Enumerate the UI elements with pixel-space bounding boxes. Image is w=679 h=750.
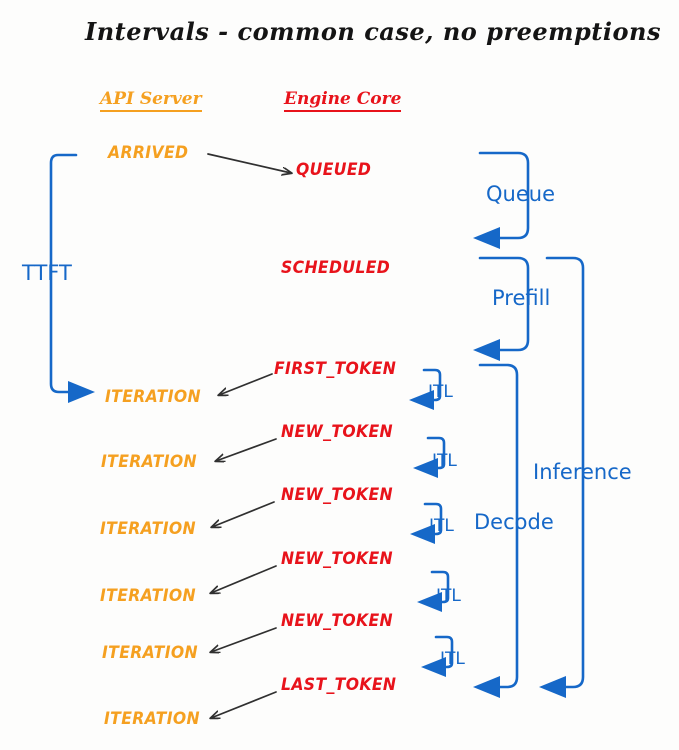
interval-label-itl-1: ITL bbox=[428, 382, 453, 402]
arrow-new-token-3-to-iteration-4 bbox=[211, 565, 277, 593]
interval-label-inference: Inference bbox=[533, 460, 632, 484]
state-scheduled: SCHEDULED bbox=[281, 258, 391, 278]
interval-label-decode: Decode bbox=[474, 510, 554, 534]
state-last-token: LAST_TOKEN bbox=[281, 675, 397, 695]
state-new-token-2: NEW_TOKEN bbox=[281, 485, 394, 505]
state-arrived: ARRIVED bbox=[108, 143, 189, 163]
state-iteration-4: ITERATION bbox=[100, 586, 197, 606]
interval-label-itl-2: ITL bbox=[432, 451, 457, 471]
arrow-new-token-2-to-iteration-3 bbox=[212, 501, 275, 527]
arrow-last-token-to-iteration-6 bbox=[211, 691, 277, 718]
state-iteration-5: ITERATION bbox=[102, 643, 199, 663]
state-new-token-4: NEW_TOKEN bbox=[281, 611, 394, 631]
arrow-new-token-4-to-iteration-5 bbox=[211, 627, 277, 652]
state-first-token: FIRST_TOKEN bbox=[274, 359, 397, 379]
interval-label-itl-3: ITL bbox=[429, 516, 454, 536]
arrow-arrived-to-queued bbox=[207, 153, 291, 173]
interval-label-prefill: Prefill bbox=[492, 286, 551, 310]
interval-label-itl-4: ITL bbox=[436, 586, 461, 606]
state-queued: QUEUED bbox=[296, 160, 372, 180]
prefill-arrowhead bbox=[473, 339, 500, 361]
interval-label-queue: Queue bbox=[486, 182, 555, 206]
column-header-engine-core: Engine Core bbox=[284, 91, 402, 112]
state-new-token-3: NEW_TOKEN bbox=[281, 549, 394, 569]
ttft-arrowhead bbox=[68, 381, 95, 403]
state-iteration-6: ITERATION bbox=[104, 709, 201, 729]
arrow-new-token-1-to-iteration-2 bbox=[216, 438, 277, 461]
queue-arrowhead bbox=[473, 227, 500, 249]
interval-label-ttft: TTFT bbox=[22, 261, 72, 285]
diagram-title: Intervals - common case, no preemptions bbox=[85, 17, 661, 46]
state-iteration-2: ITERATION bbox=[101, 452, 198, 472]
inference-arrowhead bbox=[539, 676, 566, 698]
interval-label-itl-5: ITL bbox=[440, 649, 465, 669]
state-iteration-1: ITERATION bbox=[105, 387, 202, 407]
arrow-first-token-to-iteration-1 bbox=[219, 373, 273, 395]
column-header-api-server: API Server bbox=[100, 91, 202, 112]
transition-arrow-group bbox=[207, 153, 291, 718]
state-new-token-1: NEW_TOKEN bbox=[281, 422, 394, 442]
decode-arrowhead bbox=[473, 676, 500, 698]
state-iteration-3: ITERATION bbox=[100, 519, 197, 539]
